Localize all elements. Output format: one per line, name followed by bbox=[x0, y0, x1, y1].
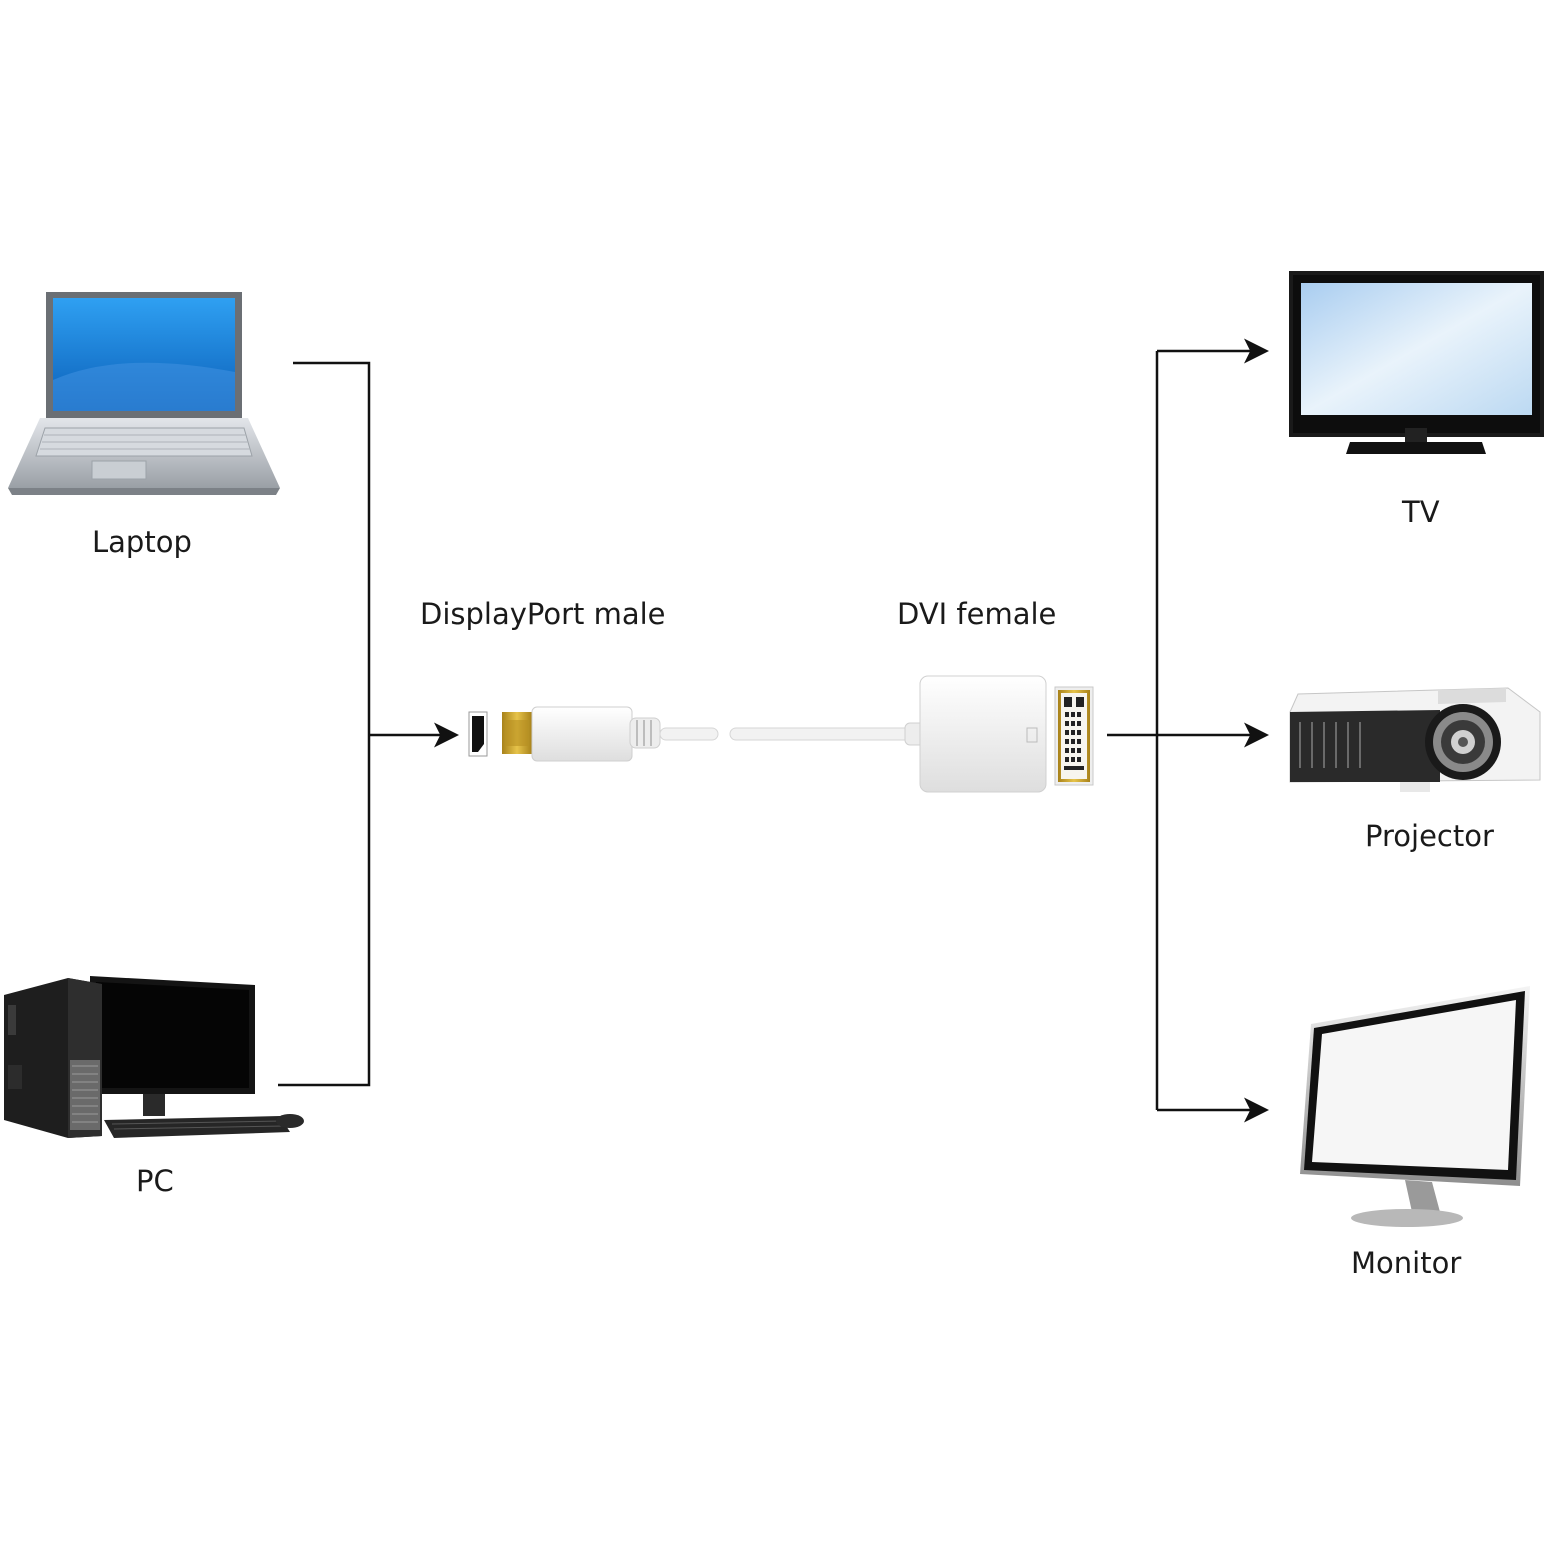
output-connector-lines bbox=[1107, 338, 1269, 1123]
laptop-label: Laptop bbox=[92, 525, 192, 559]
desktop-pc-icon bbox=[4, 976, 304, 1138]
monitor-icon bbox=[1300, 986, 1530, 1227]
input-connector-lines bbox=[278, 361, 459, 1087]
monitor-label: Monitor bbox=[1351, 1246, 1462, 1280]
displayport-male-plug-icon bbox=[468, 706, 719, 762]
tv-label: TV bbox=[1402, 495, 1440, 529]
dvi-female-label: DVI female bbox=[897, 597, 1057, 631]
laptop-line bbox=[293, 361, 371, 735]
pc-label: PC bbox=[136, 1164, 174, 1198]
pc-line bbox=[278, 735, 371, 1087]
laptop-icon bbox=[8, 292, 280, 495]
projector-label: Projector bbox=[1365, 819, 1494, 853]
displayport-male-label: DisplayPort male bbox=[420, 597, 666, 631]
tv-icon bbox=[1289, 271, 1544, 454]
projector-icon bbox=[1289, 687, 1541, 792]
dvi-female-socket-icon bbox=[729, 675, 1094, 793]
